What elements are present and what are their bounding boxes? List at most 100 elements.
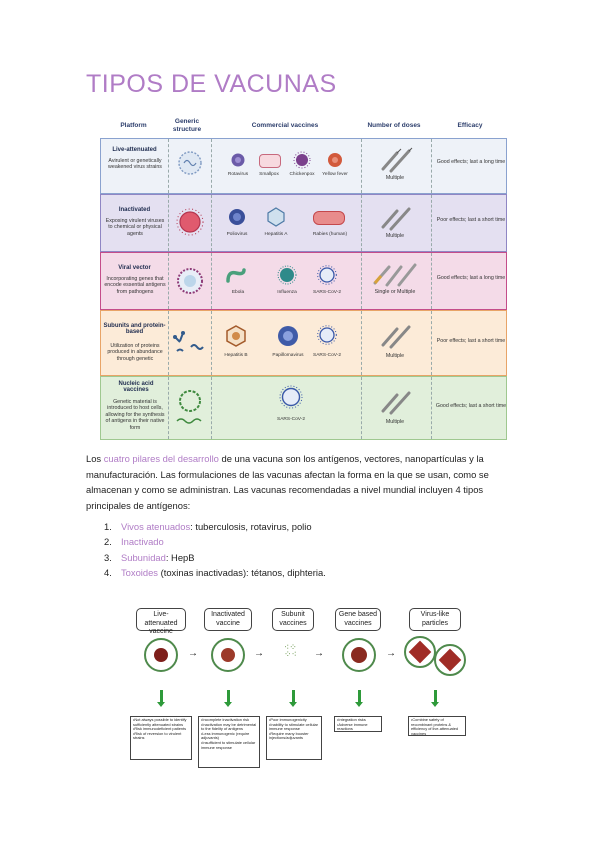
- platform-desc: Avirulent or genetically weakened virus …: [108, 158, 162, 171]
- vaccine-types-table: Platform Generic structure Commercial va…: [100, 116, 507, 440]
- list-item: 3.Subunidad: HepB: [104, 551, 195, 563]
- table-row: Viral vector Incorporating genes that en…: [100, 252, 507, 310]
- syringe-icon: [381, 391, 411, 415]
- list-item: 4.Toxoides (toxinas inactivadas): tétano…: [104, 567, 326, 579]
- syringe-icon: [373, 263, 417, 287]
- header-commercial: Commercial vaccines: [251, 122, 319, 129]
- list-item: 2.Inactivado: [104, 536, 164, 548]
- arrow-down-icon: [289, 690, 297, 707]
- chickenpox-icon: [293, 151, 311, 169]
- vaccine-name: SARS-CoV-2: [313, 353, 341, 358]
- sars-cov-2-icon: [317, 265, 337, 285]
- platform-desc: Genetic material is introduced to host c…: [105, 399, 165, 431]
- vaccine-name: Poliovirus: [226, 232, 248, 237]
- platform-name: Subunits and protein-based: [103, 323, 166, 335]
- table-row: Nucleic acid vaccines Genetic material i…: [100, 376, 507, 440]
- dose-count: Single or Multiple: [374, 289, 416, 295]
- note-box: •Poor immunogenicity•Inability to stimul…: [266, 716, 322, 760]
- poliovirus-icon: [229, 209, 245, 225]
- panel-label: Gene based vaccines: [335, 608, 381, 631]
- header-doses: Number of doses: [367, 122, 421, 129]
- vaccine-name: Rabies (human): [312, 232, 348, 237]
- vaccine-name: Smallpox: [259, 172, 279, 177]
- rotavirus-icon: [231, 153, 245, 167]
- live-attenuated-virus-icon: [178, 151, 202, 175]
- panel-label: Inactivated vaccine: [204, 608, 252, 631]
- arrow-right-icon: →: [188, 648, 198, 659]
- yellow-fever-icon: [328, 153, 342, 167]
- vaccine-name: Papillomavirus: [272, 353, 304, 358]
- note-box: •Combine safety of recombinant proteins …: [408, 716, 466, 736]
- vlp-icon: [404, 636, 436, 668]
- vaccine-name: SARS-CoV-2: [313, 290, 341, 295]
- intro-paragraph: Los cuatro pilares del desarrollo de una…: [86, 453, 489, 511]
- efficacy-text: Poor effects; last a short time: [436, 338, 506, 344]
- protein-subunits-icon: [173, 331, 204, 352]
- page-title: TIPOS DE VACUNAS: [86, 70, 337, 98]
- platform-desc: Exposing virulent viruses to chemical or…: [105, 218, 165, 237]
- platform-name: Viral vector: [118, 265, 151, 271]
- highlight-text: cuatro pilares del desarrollo: [103, 453, 219, 464]
- subunit-proteins-icon: ⁖⁘⁘⁖: [284, 642, 297, 659]
- influenza-icon: [277, 265, 297, 285]
- platform-desc: Utilization of proteins produced in abun…: [107, 343, 163, 362]
- vaccine-name: Hepatitis A: [264, 232, 288, 237]
- platform-name: Live-attenuated: [112, 147, 157, 153]
- syringe-icon: [381, 325, 411, 349]
- efficacy-text: Good effects; last a short time: [435, 403, 507, 409]
- smallpox-icon: [259, 154, 281, 168]
- dose-count: Multiple: [385, 353, 405, 359]
- efficacy-text: Good effects; last a long time: [436, 275, 506, 281]
- viral-vector-icon: [177, 268, 203, 294]
- arrow-right-icon: →: [314, 648, 324, 659]
- hepatitis-b-icon: [226, 325, 246, 347]
- vaccine-name: Rotavirus: [227, 172, 249, 177]
- note-box: •Incomplete inactivation risk•Inactivati…: [198, 716, 260, 768]
- vaccine-name: Influenza: [277, 290, 297, 295]
- header-efficacy: Efficacy: [457, 122, 483, 129]
- antigen-list: 1.Vivos atenuados: tuberculosis, rotavir…: [104, 519, 326, 581]
- gene-virus-icon: [342, 638, 376, 672]
- arrow-right-icon: →: [386, 648, 396, 659]
- ebola-icon: [226, 268, 246, 283]
- vlp-icon: [434, 644, 466, 676]
- platform-name: Inactivated: [118, 207, 151, 213]
- platform-name: Nucleic acid vaccines: [118, 381, 154, 393]
- dose-count: Multiple: [385, 419, 405, 425]
- arrow-down-icon: [157, 690, 165, 707]
- syringe-icon: [381, 147, 413, 173]
- rabies-icon: [313, 211, 345, 225]
- table-row: Subunits and protein-based Utilization o…: [100, 310, 507, 376]
- platform-desc: Incorporating genes that encode essentia…: [104, 276, 166, 295]
- header-platform: Platform: [120, 122, 147, 129]
- table-row: Inactivated Exposing virulent viruses to…: [100, 194, 507, 252]
- live-virus-icon: [144, 638, 178, 672]
- note-box: •Integration risks•Adverse immune reacti…: [334, 716, 382, 732]
- syringe-icon: [381, 207, 411, 231]
- note-box: •Not always possible to identify suffici…: [130, 716, 192, 760]
- vaccine-name: SARS-CoV-2: [277, 417, 305, 422]
- dose-count: Multiple: [385, 233, 405, 239]
- arrow-down-icon: [431, 690, 439, 707]
- panel-label: Virus-like particles: [409, 608, 461, 631]
- list-item: 1.Vivos atenuados: tuberculosis, rotavir…: [104, 521, 312, 532]
- efficacy-text: Good effects; last a long time: [436, 159, 506, 165]
- inactivated-virus-icon: [211, 638, 245, 672]
- sars-cov-2-icon: [317, 325, 337, 345]
- vaccine-name: Hepatitis B: [224, 353, 248, 358]
- vaccine-name: Yellow fever: [322, 172, 348, 177]
- panel-label: Live-attenuated vaccine: [136, 608, 186, 635]
- table-row: Live-attenuated Avirulent or genetically…: [100, 138, 507, 194]
- arrow-down-icon: [355, 690, 363, 707]
- vaccine-name: Chickenpox: [289, 172, 315, 177]
- efficacy-text: Poor effects; last a short time: [436, 217, 506, 223]
- nucleic-acid-icon: [176, 390, 202, 424]
- header-structure: Generic structure: [172, 118, 202, 133]
- vaccine-comparison-figure: Live-attenuated vaccine Inactivated vacc…: [124, 608, 472, 768]
- vaccine-name: Ebola: [231, 290, 245, 295]
- sars-cov-2-icon: [279, 385, 303, 409]
- hepatitis-a-icon: [267, 207, 285, 227]
- arrow-right-icon: →: [254, 648, 264, 659]
- papillomavirus-icon: [278, 326, 298, 346]
- arrow-down-icon: [224, 690, 232, 707]
